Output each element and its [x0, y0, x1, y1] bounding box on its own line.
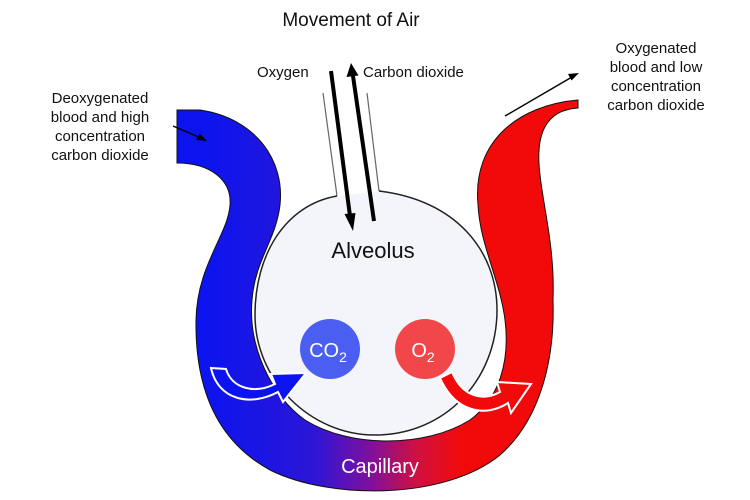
- o2-flow-arrow: [438, 370, 533, 416]
- alveolus-label: Alveolus: [331, 238, 414, 263]
- svg-text:Oxygenated: Oxygenated: [616, 40, 697, 57]
- svg-text:blood and high: blood and high: [51, 109, 149, 126]
- o2-label: O2: [411, 340, 435, 365]
- carbon-dioxide-arrow: [346, 63, 376, 222]
- airway-wall-left: [322, 92, 338, 197]
- svg-text:carbon dioxide: carbon dioxide: [51, 147, 149, 164]
- co2-circle: [300, 319, 360, 379]
- right-note-pointer: [504, 73, 579, 117]
- svg-text:carbon dioxide: carbon dioxide: [607, 97, 705, 114]
- capillary-label: Capillary: [341, 456, 419, 478]
- airway-wall-right: [366, 92, 380, 192]
- o2-circle: [395, 319, 455, 379]
- carbon-dioxide-label: Carbon dioxide: [363, 64, 464, 81]
- svg-text:concentration: concentration: [611, 78, 701, 95]
- oxygen-arrow: [329, 70, 356, 231]
- svg-text:blood and low: blood and low: [610, 59, 703, 76]
- oxygen-label: Oxygen: [257, 64, 309, 81]
- svg-text:Deoxygenated: Deoxygenated: [52, 90, 149, 107]
- left-note: Deoxygenated blood and high concentratio…: [51, 90, 149, 164]
- co2-label: CO2: [309, 340, 347, 365]
- svg-text:concentration: concentration: [55, 128, 145, 145]
- diagram-title: Movement of Air: [282, 10, 420, 31]
- right-note: Oxygenated blood and low concentration c…: [607, 40, 705, 114]
- left-note-pointer: [172, 125, 207, 141]
- co2-flow-arrow: [209, 366, 309, 404]
